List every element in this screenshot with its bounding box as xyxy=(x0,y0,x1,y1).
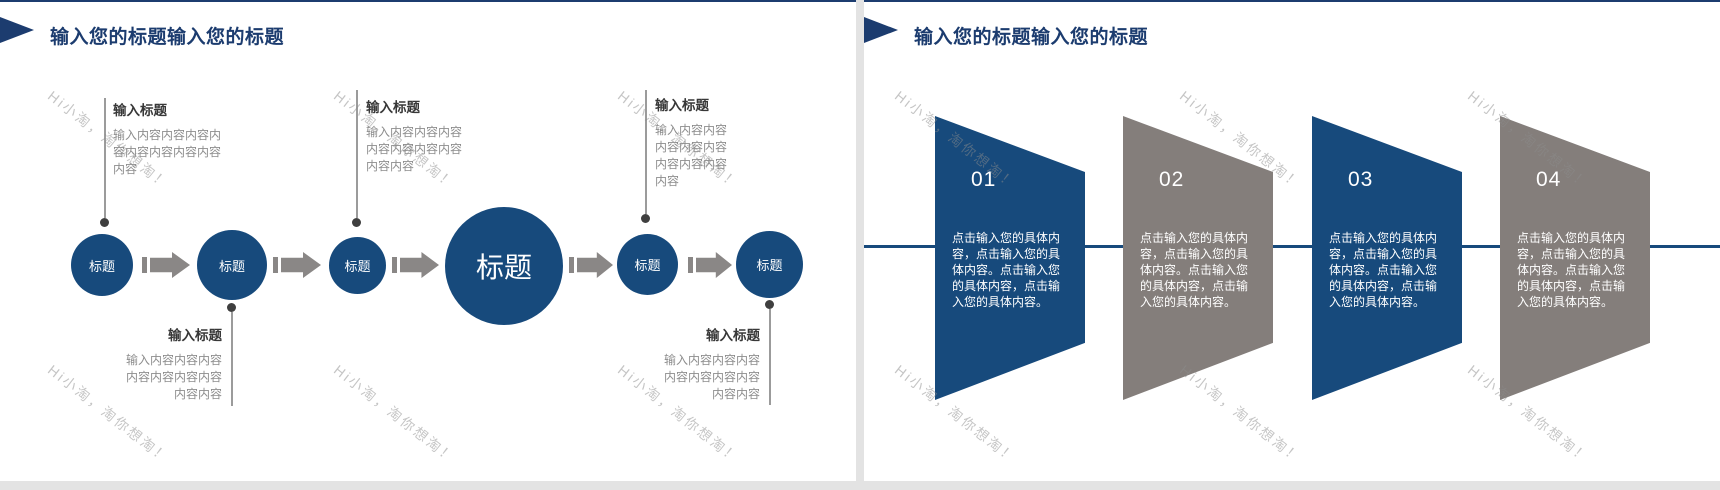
callout-body[interactable]: 输入内容内容内容内容内容内容内容内容内容 xyxy=(655,123,728,188)
callout-connector-line xyxy=(769,309,771,405)
circle-label: 标题 xyxy=(218,258,245,274)
callout-title[interactable]: 输入标题 xyxy=(366,100,420,115)
step-body[interactable]: 点击输入您的具体内容，点击输入您的具体内容。点击输入您的具体内容，点击输入您的具… xyxy=(1517,231,1626,309)
step-body[interactable]: 点击输入您的具体内容，点击输入您的具体内容。点击输入您的具体内容，点击输入您的具… xyxy=(1140,231,1249,309)
step-arrow-icon xyxy=(392,252,439,278)
timeline-axis-line xyxy=(864,245,1720,248)
circle-label: 标题 xyxy=(88,258,115,274)
circle-label: 标题 xyxy=(756,258,783,273)
callout-dot xyxy=(352,218,361,227)
step-shape-4[interactable]: 04 点击输入您的具体内容，点击输入您的具体内容。点击输入您的具体内容，点击输入… xyxy=(1500,116,1650,400)
slide-top-border xyxy=(864,0,1720,2)
step-shape-1[interactable]: 01 点击输入您的具体内容，点击输入您的具体内容。点击输入您的具体内容，点击输入… xyxy=(935,116,1085,400)
callout-dot xyxy=(100,218,109,227)
slide-left: 输入您的标题输入您的标题 标题 标题 标题 标题 标题 标题 输入标题 输入内容… xyxy=(0,0,856,481)
circle-label: 标题 xyxy=(475,252,532,283)
step-arrow-icon xyxy=(569,252,613,278)
step-body[interactable]: 点击输入您的具体内容，点击输入您的具体内容。点击输入您的具体内容，点击输入您的具… xyxy=(1329,231,1438,309)
callout-title[interactable]: 输入标题 xyxy=(706,328,760,343)
timeline-circle-3[interactable]: 标题 xyxy=(329,237,386,294)
timeline-circle-5[interactable]: 标题 xyxy=(617,234,678,295)
step-shape-3[interactable]: 03 点击输入您的具体内容，点击输入您的具体内容。点击输入您的具体内容，点击输入… xyxy=(1312,116,1462,400)
title-triangle-icon xyxy=(0,17,34,43)
step-number: 02 xyxy=(1159,168,1185,191)
step-number: 03 xyxy=(1348,168,1374,191)
callout-body[interactable]: 输入内容内容内容内容内容内容内容内容内容 xyxy=(663,353,760,401)
callout-connector-line xyxy=(231,312,233,406)
circle-label: 标题 xyxy=(344,259,371,274)
title-triangle-icon xyxy=(864,17,898,43)
slide-top-border xyxy=(0,0,856,2)
slide-title[interactable]: 输入您的标题输入您的标题 xyxy=(50,27,285,48)
callout-connector-line xyxy=(356,90,358,218)
callout-dot xyxy=(765,300,774,309)
step-body[interactable]: 点击输入您的具体内容，点击输入您的具体内容。点击输入您的具体内容，点击输入您的具… xyxy=(952,231,1061,309)
step-arrow-icon xyxy=(142,252,190,278)
slide-right: 输入您的标题输入您的标题 01 点击输入您的具体内容，点击输入您的具体内容。点击… xyxy=(864,0,1720,481)
circle-label: 标题 xyxy=(634,258,661,273)
timeline-circle-4-large[interactable]: 标题 xyxy=(445,207,563,325)
step-number: 04 xyxy=(1536,168,1562,191)
timeline-circle-6[interactable]: 标题 xyxy=(736,231,803,298)
callout-dot xyxy=(227,303,236,312)
callout-dot xyxy=(641,214,650,223)
timeline-circle-1[interactable]: 标题 xyxy=(71,234,133,296)
callout-title[interactable]: 输入标题 xyxy=(113,103,167,118)
step-shape-2[interactable]: 02 点击输入您的具体内容，点击输入您的具体内容。点击输入您的具体内容，点击输入… xyxy=(1123,116,1273,400)
callout-body[interactable]: 输入内容内容内容内容内容内容内容内容内容 xyxy=(113,128,222,176)
callout-connector-line xyxy=(104,98,106,218)
callout-title[interactable]: 输入标题 xyxy=(168,328,222,343)
step-arrow-icon xyxy=(273,252,321,278)
callout-connector-line xyxy=(645,90,647,214)
step-arrow-icon xyxy=(688,252,732,278)
callout-title[interactable]: 输入标题 xyxy=(655,98,709,113)
callout-body[interactable]: 输入内容内容内容内容内容内容内容内容内容 xyxy=(125,353,222,401)
slide-title[interactable]: 输入您的标题输入您的标题 xyxy=(914,27,1149,48)
callout-body[interactable]: 输入内容内容内容内容内容内容内容内容内容 xyxy=(366,125,463,173)
step-number: 01 xyxy=(971,168,997,191)
timeline-circle-2[interactable]: 标题 xyxy=(197,230,267,300)
